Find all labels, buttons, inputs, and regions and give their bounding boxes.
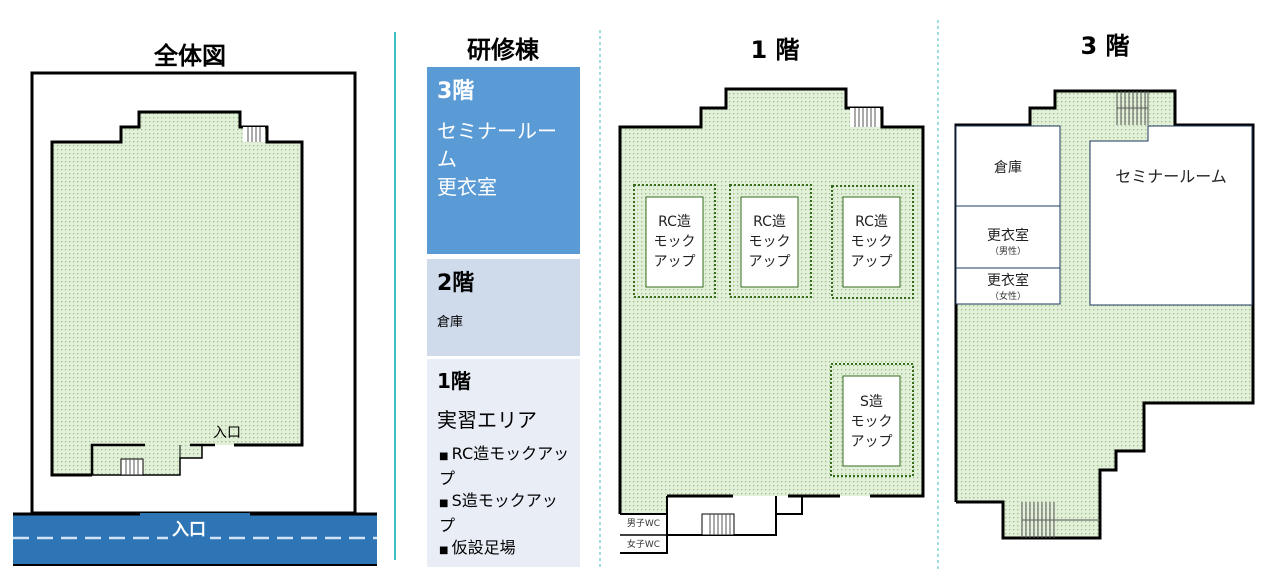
floor3-title: 3 階 [1080, 32, 1130, 60]
overview-building [52, 112, 302, 475]
mockup-rc-3[interactable]: RC造モックアップ [850, 214, 893, 270]
building-title: 研修棟 [467, 36, 539, 64]
floor-desc: 実習エリア [437, 408, 537, 432]
stairs-icon [120, 458, 144, 476]
bullet-item: ■ RC造モックアップ [439, 444, 570, 488]
bullet-item: ■ 仮設足場 [439, 538, 516, 557]
floor-summary-2f[interactable]: 2階 倉庫 [427, 259, 580, 356]
wc-male: 男子WC [626, 519, 661, 529]
floor-summary-3f[interactable]: 3階 セミナールーム 更衣室 [427, 67, 580, 254]
floor-summary-1f[interactable]: 1階 実習エリア ■ RC造モックアップ ■ S造モックアップ ■ 仮設足場 [427, 359, 580, 567]
road-entrance-label: 入口 [168, 515, 210, 540]
floor-name: 2階 [437, 271, 475, 296]
mockup-rc-2[interactable]: RC造モックアップ [748, 214, 791, 270]
floor-desc: 倉庫 [437, 315, 464, 330]
building-entrance-label: 入口 [213, 425, 241, 441]
stairs-icon [243, 127, 265, 142]
room-storage[interactable]: 倉庫 [994, 160, 1022, 176]
floor-name: 1階 [437, 369, 471, 393]
bullet-item: ■ S造モックアップ [439, 491, 558, 535]
room-seminar[interactable]: セミナールーム [1115, 167, 1227, 186]
floor-desc: セミナールーム [437, 119, 557, 171]
room-locker-male[interactable]: 更衣室 （男性） [987, 228, 1029, 257]
floor-desc: 更衣室 [437, 175, 497, 199]
room-locker-female[interactable]: 更衣室 （女性） [987, 273, 1029, 302]
mockup-s[interactable]: S造モックアップ [850, 394, 893, 450]
overview-title: 全体図 [154, 42, 226, 70]
floor1-title: 1 階 [750, 36, 800, 64]
floor-name: 3階 [437, 79, 475, 104]
wc-female: 女子WC [626, 540, 661, 550]
mockup-rc-1[interactable]: RC造モックアップ [653, 214, 696, 270]
